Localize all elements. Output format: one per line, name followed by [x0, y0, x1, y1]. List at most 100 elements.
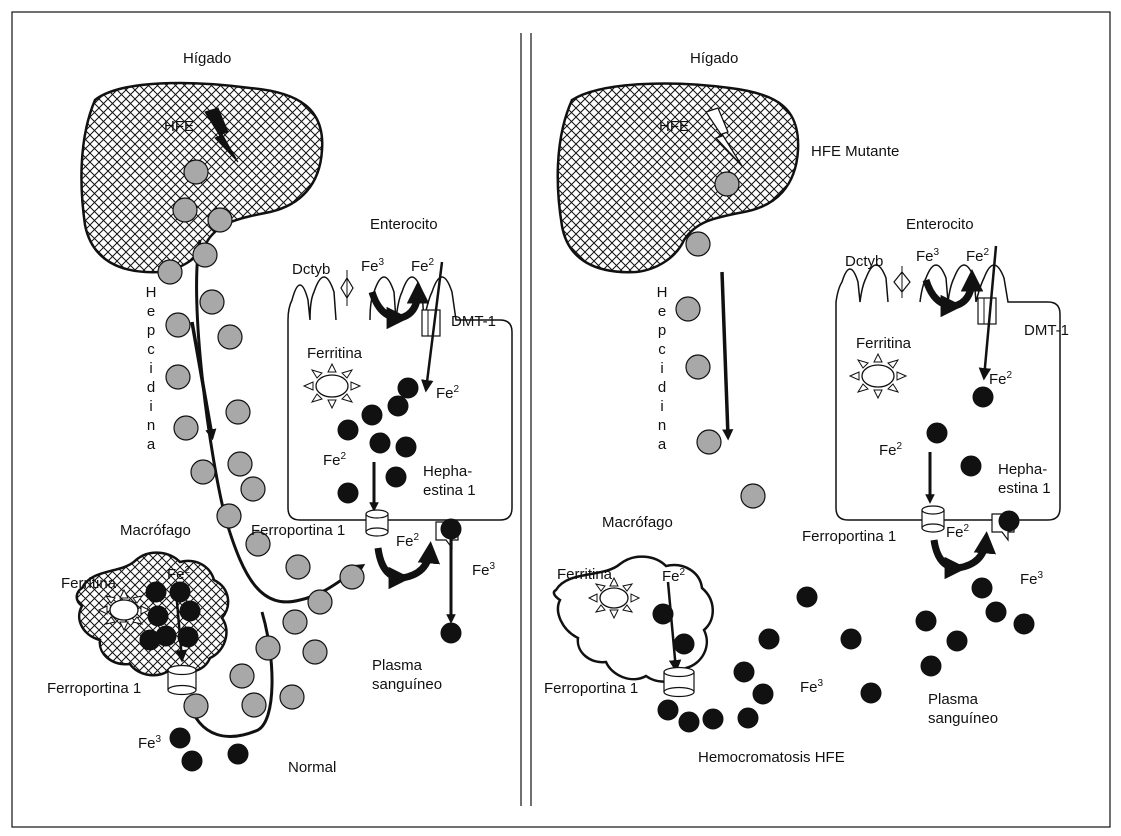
molecule-layer	[139, 159, 1035, 772]
hepcidin-letter: c	[147, 341, 155, 358]
iron-molecule	[145, 581, 167, 603]
macrophage-ferritin-icon-mutant	[587, 576, 641, 620]
iron-molecule	[840, 628, 862, 650]
macrophage-ferroportin-label: Ferroportina 1	[47, 680, 142, 697]
hepcidin-molecule	[217, 324, 243, 350]
plasma-label-line2: sanguíneo	[372, 676, 443, 693]
iron-molecule	[733, 661, 755, 683]
plasma-label-line1-mutant: Plasma	[928, 691, 979, 708]
dcytb-label-mutant: Dctyb	[845, 253, 884, 270]
iron-molecule	[369, 432, 391, 454]
hephaestin-label-line2-mutant: estina 1	[998, 480, 1051, 497]
enterocyte-cell-mutant	[835, 245, 1061, 580]
iron-molecule	[147, 605, 169, 627]
hepcidin-molecule	[740, 483, 766, 509]
panel-caption-hemochromatosis: Hemocromatosis HFE	[698, 749, 845, 766]
hepcidin-molecule	[165, 312, 191, 338]
hepcidin-molecule	[339, 564, 365, 590]
iron-molecule	[177, 626, 199, 648]
iron-molecule	[985, 601, 1007, 623]
iron-molecule	[796, 586, 818, 608]
macrophage-ferroportin-icon-mutant	[663, 666, 695, 698]
ferritin-label-mutant: Ferritina	[856, 335, 912, 352]
liver-label: Hígado	[183, 50, 232, 67]
hepcidin-molecule	[285, 554, 311, 580]
macrophage-ferroportin-icon	[167, 664, 197, 696]
macrophage-label: Macrófago	[120, 522, 191, 539]
enterocyte-ferroportin-icon-mutant	[921, 505, 945, 533]
iron-molecule	[860, 682, 882, 704]
panel-normal	[75, 81, 513, 738]
macrophage-ferritin-label: Ferritina	[61, 575, 117, 592]
fe2-top-label: Fe2	[411, 257, 435, 276]
hepcidin-molecule	[216, 503, 242, 529]
hepcidin-letter: c	[658, 341, 666, 358]
plasma-label-line1: Plasma	[372, 657, 423, 674]
hepcidin-letter: e	[657, 303, 667, 320]
hfe-label-mutant: HFE	[659, 118, 689, 135]
hepcidin-letter: i	[149, 360, 153, 377]
fe2-inside-label: Fe2	[436, 384, 460, 403]
hepcidin-molecule	[199, 289, 225, 315]
macrophage-label-mutant: Macrófago	[602, 514, 673, 531]
hepcidin-molecule	[165, 364, 191, 390]
fe2-low-label-mutant: Fe2	[879, 441, 903, 460]
iron-molecule	[139, 629, 161, 651]
iron-molecule	[385, 466, 407, 488]
hepcidin-molecule	[302, 639, 328, 665]
hfe-mutant-label: HFE Mutante	[811, 143, 900, 160]
hepcidin-molecule	[183, 159, 209, 185]
iron-molecule	[972, 386, 994, 408]
enterocyte-label-mutant: Enterocito	[906, 216, 974, 233]
hepcidin-molecule	[183, 693, 209, 719]
iron-molecule	[169, 581, 191, 603]
iron-molecule	[395, 436, 417, 458]
iron-molecule	[673, 633, 695, 655]
macrophage-fe2-label-mutant: Fe2	[662, 567, 686, 586]
macrophage-ferroportin-label-mutant: Ferroportina 1	[544, 680, 639, 697]
hepcidin-molecule	[282, 609, 308, 635]
hepcidin-molecule	[240, 476, 266, 502]
plasma-label-line2-mutant: sanguíneo	[928, 710, 999, 727]
hfe-label: HFE	[164, 118, 194, 135]
hepcidin-letter: p	[146, 322, 156, 339]
enterocyte-label: Enterocito	[370, 216, 438, 233]
hepcidin-molecule	[685, 231, 711, 257]
hfe-signal-bolt	[204, 107, 239, 163]
iron-molecule	[440, 622, 462, 644]
fe3-plasma-label-mutant: Fe3	[800, 678, 824, 697]
hepcidin-molecule	[714, 171, 740, 197]
fe2-out-label: Fe2	[396, 532, 420, 551]
hepcidin-molecule	[192, 242, 218, 268]
dmt1-label: DMT-1	[451, 313, 496, 330]
hepcidin-letter: H	[145, 284, 157, 301]
hepcidin-letter: n	[657, 417, 667, 434]
fe2-out-label-mutant: Fe2	[946, 523, 970, 542]
iron-molecule	[169, 727, 191, 749]
hepcidin-molecule	[172, 197, 198, 223]
hepcidin-molecule	[227, 451, 253, 477]
iron-molecule	[946, 630, 968, 652]
ferroportin-enterocyte-label: Ferroportina 1	[251, 522, 346, 539]
hepcidin-molecule	[279, 684, 305, 710]
macrophage-ferritin-label-mutant: Ferritina	[557, 566, 613, 583]
hfe-mutant-bolt	[704, 107, 743, 167]
ferroportin-enterocyte-label-mutant: Ferroportina 1	[802, 528, 897, 545]
hepcidin-letter: i	[149, 398, 153, 415]
hepcidin-molecule	[190, 459, 216, 485]
hepcidin-molecule	[241, 692, 267, 718]
panel-hemochromatosis	[552, 82, 1061, 698]
iron-molecule	[702, 708, 724, 730]
hepcidin-letter: a	[657, 436, 667, 453]
iron-molecule	[440, 518, 462, 540]
iron-molecule	[752, 683, 774, 705]
liver-label-mutant: Hígado	[690, 50, 739, 67]
hepcidin-letter: n	[146, 417, 156, 434]
hepcidin-molecule	[696, 429, 722, 455]
iron-molecule	[678, 711, 700, 733]
hepcidin-vertical-label: H e p c i d i n a	[143, 283, 159, 454]
hepcidin-letter: d	[657, 379, 667, 396]
iron-molecule	[337, 419, 359, 441]
hepcidin-molecule	[255, 635, 281, 661]
iron-molecule	[361, 404, 383, 426]
